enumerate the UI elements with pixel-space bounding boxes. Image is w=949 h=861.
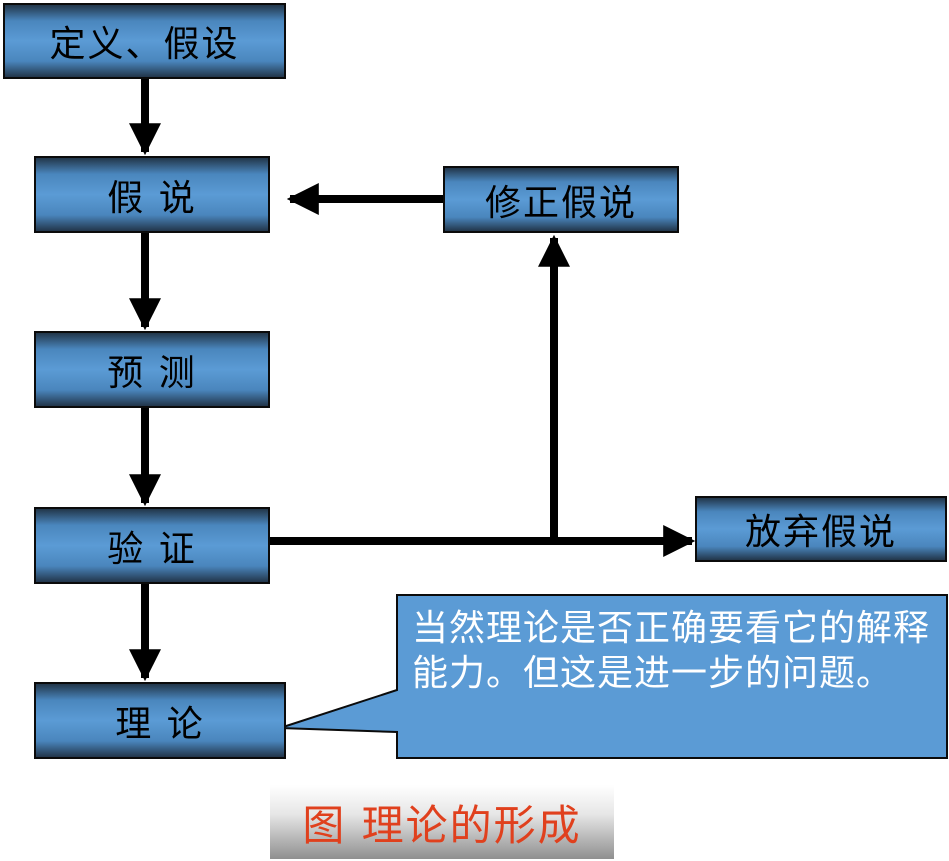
- node-prediction: 预 测: [34, 331, 270, 408]
- node-verification-label: 验 证: [107, 528, 197, 570]
- node-prediction-label: 预 测: [107, 352, 197, 394]
- node-hypothesis: 假 说: [34, 156, 270, 233]
- node-abandon: 放弃假说: [695, 496, 947, 562]
- node-abandon-label: 放弃假说: [744, 512, 897, 553]
- node-verification: 验 证: [34, 507, 270, 584]
- node-theory: 理 论: [34, 682, 286, 759]
- node-theory-label: 理 论: [115, 703, 205, 745]
- callout-bubble: [279, 594, 948, 759]
- node-revise-label: 修正假说: [484, 182, 637, 224]
- figure-caption: 图 理论的形成: [270, 785, 614, 859]
- callout-text: 当然理论是否正确要看它的解释能力。但这是进一步的问题。: [412, 608, 931, 694]
- node-hypothesis-label: 假 说: [107, 177, 197, 219]
- node-definition: 定义、假设: [3, 3, 286, 79]
- figure-caption-text: 图 理论的形成: [302, 800, 582, 850]
- node-revise: 修正假说: [443, 166, 679, 233]
- node-definition-label: 定义、假设: [49, 24, 240, 65]
